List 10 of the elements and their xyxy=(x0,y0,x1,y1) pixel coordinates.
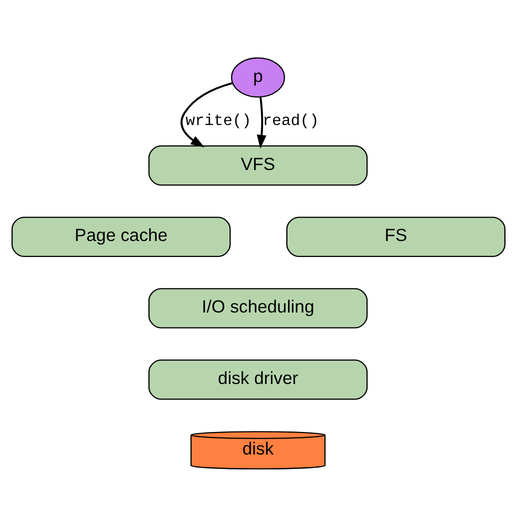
edge-label: read() xyxy=(262,112,319,130)
node-ellipse: p xyxy=(231,57,285,98)
node-box: disk driver xyxy=(148,359,368,400)
node-box: VFS xyxy=(148,145,368,186)
edge-label: write() xyxy=(186,112,252,130)
node-box: Page cache xyxy=(12,216,231,257)
node-box: FS xyxy=(286,216,506,257)
node-box: I/O scheduling xyxy=(148,288,368,328)
arrow xyxy=(256,97,266,149)
arrow xyxy=(180,82,233,148)
